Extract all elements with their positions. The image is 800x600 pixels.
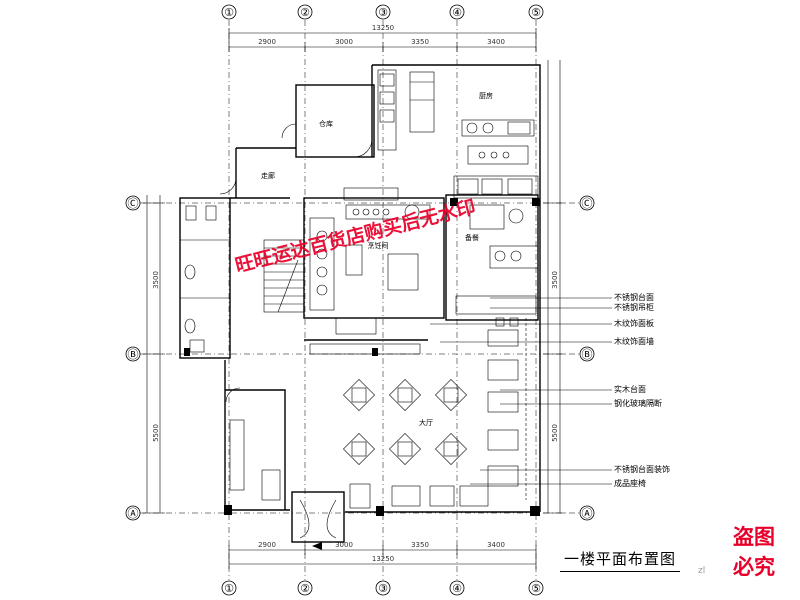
copyright-stamp: 盗图 必究 [722, 522, 786, 582]
callout-text: 不锈钢台面装饰 [614, 464, 670, 474]
dim-left: 5500 [152, 424, 160, 442]
grid-row-label-left: Ⓑ [128, 348, 139, 361]
room-label-cook: 烹饪间 [368, 241, 389, 250]
room-label-dining: 大厅 [419, 418, 433, 427]
grid-row-label-left: Ⓒ [128, 197, 139, 210]
dim-bottom: 2900 [258, 541, 276, 549]
columns [184, 198, 540, 516]
grid-row-label-left: Ⓐ [128, 507, 139, 520]
grid-col-label-top: ④ [452, 6, 462, 19]
grid-bubbles-bottom: ① ② ③ ④ ⑤ [221, 580, 544, 596]
grid-bubbles-top: ① ② ③ ④ ⑤ [221, 4, 544, 20]
grid-row-label-right: Ⓒ [582, 197, 593, 210]
grid-bubbles-rows: Ⓒ Ⓑ Ⓐ Ⓒ Ⓑ Ⓐ [125, 195, 595, 521]
stamp-line-2: 必究 [733, 554, 775, 579]
room-label-corridor: 走廊 [261, 171, 275, 180]
callout-text: 木纹饰面墙 [614, 336, 654, 346]
dim-top: 3400 [487, 38, 505, 46]
dim-top: 2900 [258, 38, 276, 46]
drawing-title: 一楼平面布置图 [560, 548, 681, 572]
dimension-top: 13250 2900 3000 3350 3400 [228, 24, 537, 52]
dim-left: 3500 [152, 271, 160, 289]
grid-col-label-bottom: ⑤ [531, 582, 541, 595]
dim-top: 3350 [411, 38, 429, 46]
grid-col-label-top: ⑤ [531, 6, 541, 19]
grid-row-label-right: Ⓑ [582, 348, 593, 361]
callout-text: 不锈钢吊柜 [614, 302, 654, 312]
callout-texts: 不锈钢台面 不锈钢吊柜 木纹饰面板 木纹饰面墙 实木台面 钢化玻璃隔断 不锈钢台… [614, 292, 670, 488]
callout-text: 实木台面 [614, 384, 646, 394]
grid-col-label-top: ③ [378, 6, 388, 19]
grid-col-label-top: ② [300, 6, 310, 19]
total-dim-top: 13250 [372, 24, 394, 32]
grid-row-label-right: Ⓐ [582, 507, 593, 520]
dim-bottom: 3400 [487, 541, 505, 549]
dim-bottom: 3000 [335, 541, 353, 549]
grid-col-label-bottom: ④ [452, 582, 462, 595]
grid-col-label-top: ① [224, 6, 234, 19]
grid-col-label-bottom: ③ [378, 582, 388, 595]
dining-tables [343, 317, 519, 509]
dim-top: 3000 [335, 38, 353, 46]
dimension-sides: 3500 5500 3500 5500 [143, 60, 565, 514]
callout-text: 钢化玻璃隔断 [614, 398, 662, 408]
grid-col-label-bottom: ① [224, 582, 234, 595]
kitchen-equipment [184, 69, 539, 501]
axis-lines [140, 20, 590, 580]
callout-leaders [430, 297, 612, 485]
dim-right: 3500 [551, 271, 559, 289]
room-label-store: 仓库 [319, 119, 333, 128]
site-logo: zl [698, 566, 706, 576]
grid-col-label-bottom: ② [300, 582, 310, 595]
room-label-prep: 备餐 [465, 233, 479, 242]
callout-text: 成品座椅 [614, 478, 646, 488]
dim-bottom: 3350 [411, 541, 429, 549]
stair [263, 239, 305, 313]
callout-text: 木纹饰面板 [614, 318, 654, 328]
building-walls [179, 64, 541, 550]
room-label-kitchen: 厨房 [479, 91, 493, 100]
callout-text: 不锈钢台面 [614, 292, 654, 302]
stamp-line-1: 盗图 [733, 524, 775, 549]
dim-right: 5500 [551, 424, 559, 442]
dimension-bottom: 2900 3000 3350 3400 13250 [228, 541, 537, 569]
total-dim-bottom: 13250 [372, 555, 394, 563]
